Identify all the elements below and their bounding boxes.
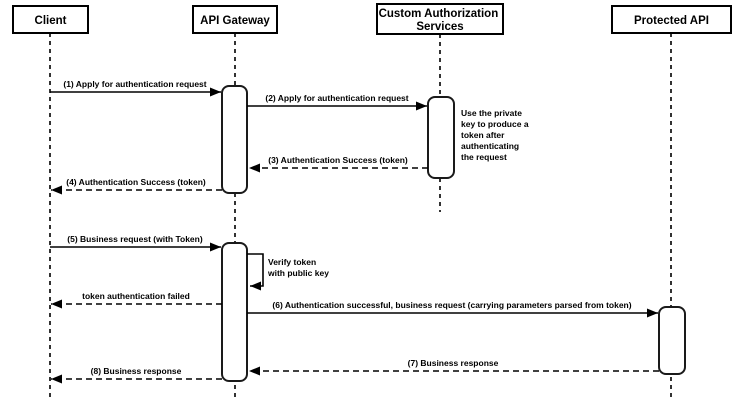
activation-api-gateway-1 — [221, 85, 248, 194]
activation-custom-authorization-services — [427, 96, 455, 179]
message-2-label: (2) Apply for authentication request — [265, 93, 408, 103]
actor-custom-authorization-services-box — [376, 3, 504, 35]
message-token-failed-label: token authentication failed — [82, 291, 190, 301]
message-8: (8) Business response — [51, 366, 222, 384]
actor-api-gateway: API Gateway — [192, 5, 278, 34]
message-4: (4) Authentication Success (token) — [51, 177, 222, 195]
message-3-label: (3) Authentication Success (token) — [268, 155, 408, 165]
note-private-key: Use the private key to produce a token a… — [461, 108, 531, 162]
activation-api-gateway-2 — [221, 242, 248, 382]
self-message-verify-token-arrow — [247, 253, 264, 291]
actor-client-label: Client — [35, 15, 67, 27]
message-5-label: (5) Business request (with Token) — [67, 234, 203, 244]
message-1-label: (1) Apply for authentication request — [63, 79, 206, 89]
actor-client: Client — [12, 5, 89, 34]
actor-protected-api-box — [611, 5, 732, 34]
actor-client-box — [12, 5, 89, 34]
message-2: (2) Apply for authentication request — [247, 93, 427, 111]
message-7-label: (7) Business response — [408, 358, 499, 368]
actor-api-gateway-box — [192, 5, 278, 34]
message-5: (5) Business request (with Token) — [50, 234, 221, 252]
actor-api-gateway-label: API Gateway — [200, 15, 270, 27]
message-6-label: (6) Authentication successful, business … — [272, 300, 631, 310]
message-6: (6) Authentication successful, business … — [247, 300, 658, 318]
note-verify-token: Verify token with public key — [267, 257, 329, 278]
actor-custom-authorization-services-label: Custom Authorization Services — [379, 8, 502, 33]
actor-protected-api-label: Protected API — [634, 15, 709, 27]
message-8-label: (8) Business response — [91, 366, 182, 376]
actor-protected-api: Protected API — [611, 5, 732, 34]
activation-protected-api — [658, 306, 686, 375]
actor-custom-authorization-services: Custom Authorization Services — [376, 3, 504, 35]
self-message-verify-token: Verify token with public key — [247, 253, 329, 291]
message-3: (3) Authentication Success (token) — [249, 155, 428, 173]
message-4-label: (4) Authentication Success (token) — [66, 177, 206, 187]
message-7: (7) Business response — [249, 358, 659, 376]
message-token-failed: token authentication failed — [51, 291, 222, 309]
message-1: (1) Apply for authentication request — [50, 79, 221, 97]
